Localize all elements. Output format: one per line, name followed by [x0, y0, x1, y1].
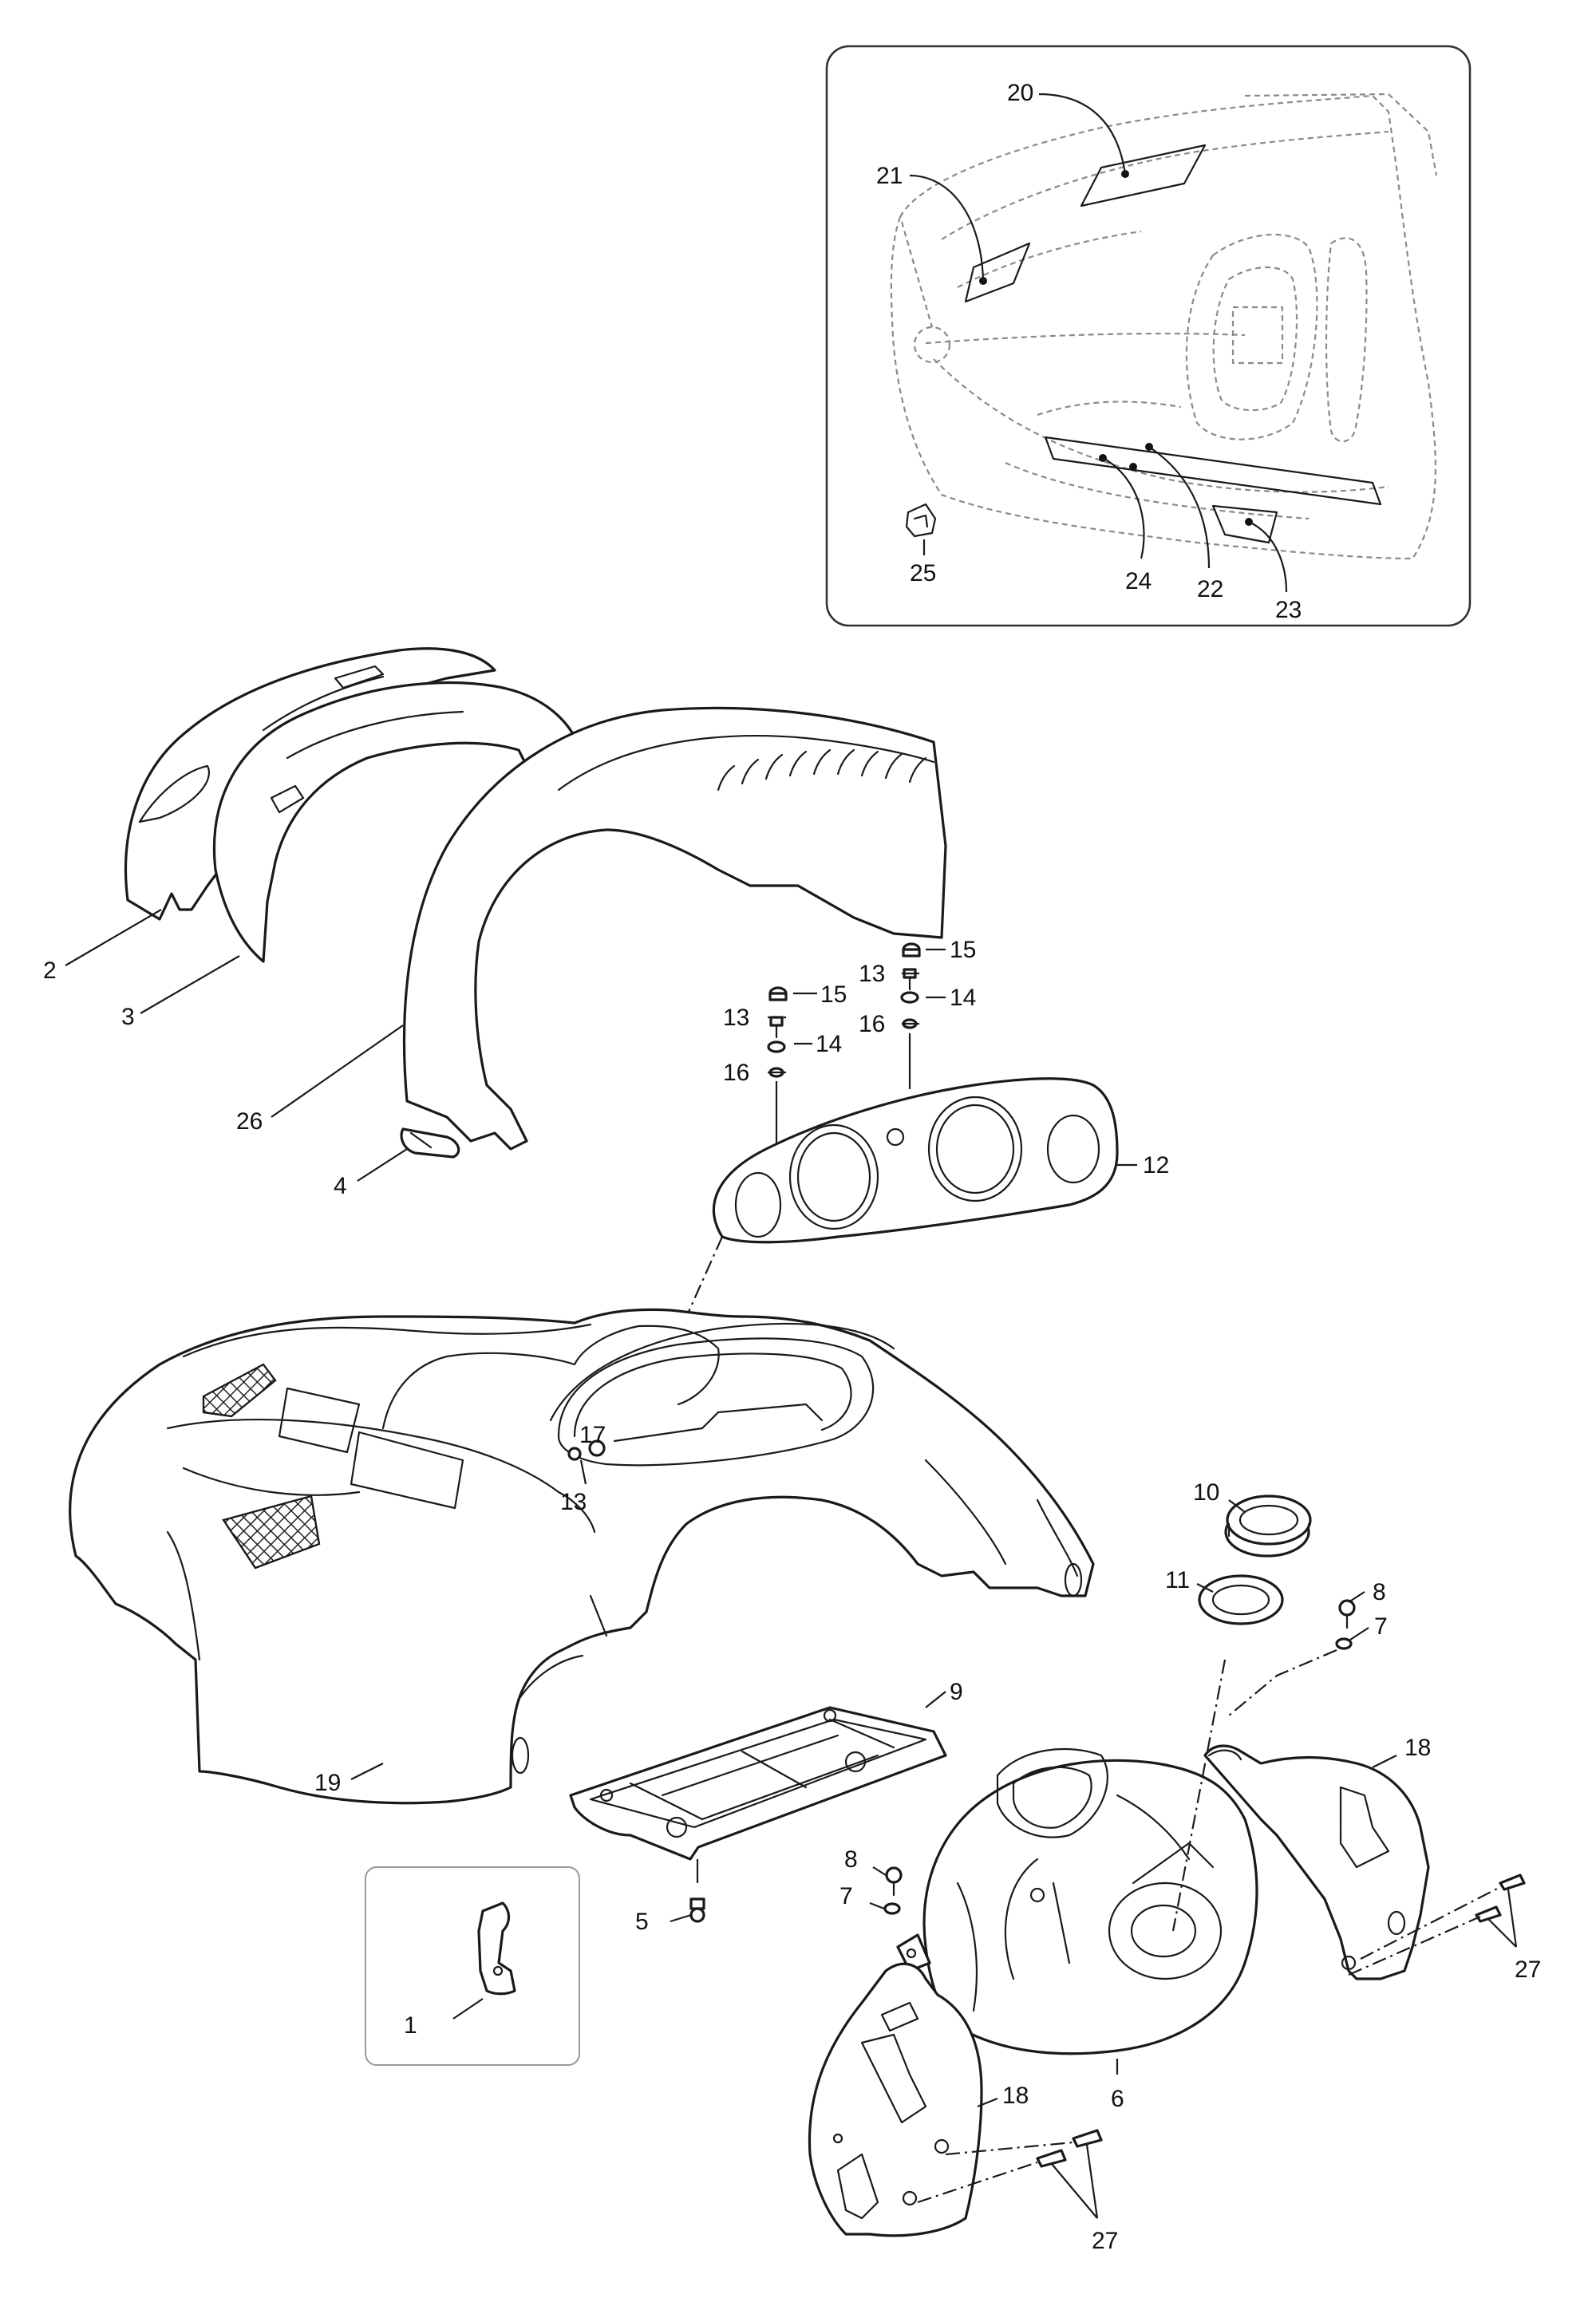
part-12-gauge-panel: [712, 1077, 1119, 1244]
callout-7-left: 7: [839, 1883, 853, 1909]
callout-25: 25: [910, 560, 936, 586]
part-18-right-panel: [1203, 1744, 1430, 1980]
callout-13-right: 13: [859, 961, 885, 987]
callout-23: 23: [1275, 597, 1302, 623]
callout-14-left: 14: [816, 1031, 842, 1057]
part-4-clip: [400, 1127, 460, 1159]
clip-25: [905, 503, 937, 538]
callout-16-right: 16: [859, 1011, 885, 1037]
callout-26: 26: [236, 1108, 263, 1135]
callout-6: 6: [1111, 2086, 1124, 2112]
callout-1: 1: [404, 2012, 417, 2039]
inset-clip-1: [365, 1866, 580, 2066]
callout-19: 19: [314, 1770, 341, 1796]
callout-8-left: 8: [844, 1846, 858, 1873]
callout-13-left: 13: [723, 1005, 749, 1031]
callout-21: 21: [876, 163, 903, 189]
callout-16-left: 16: [723, 1060, 749, 1086]
callout-10: 10: [1193, 1479, 1219, 1506]
decal-22-strip: [1044, 436, 1382, 506]
callout-8-right: 8: [1373, 1579, 1386, 1605]
callout-13-body: 13: [560, 1489, 587, 1515]
fasteners-13-14-15-16-left: [767, 986, 788, 1078]
decal-23: [1211, 504, 1278, 544]
callout-15-right: 15: [950, 937, 976, 963]
callout-14-right: 14: [950, 985, 976, 1011]
inset-hood-outline: [890, 93, 1438, 560]
callout-4: 4: [334, 1173, 347, 1199]
callout-15-left: 15: [820, 981, 847, 1008]
callout-12: 12: [1143, 1152, 1169, 1179]
part-11-gasket: [1198, 1574, 1284, 1625]
callout-27-left: 27: [1092, 2228, 1118, 2254]
screw-5: [689, 1859, 705, 1923]
fasteners-13-14-15-16-right: [900, 942, 921, 1029]
callout-18-right: 18: [1404, 1735, 1431, 1761]
fastener-17: [567, 1439, 606, 1461]
decal-21: [964, 242, 1031, 303]
callout-labels: 20 21 24 22 23 25 2 3 26 4 15 13 14 16 1…: [43, 80, 1541, 2254]
rivets-27-right: [1348, 1874, 1526, 1976]
part-18-left-panel: [808, 1962, 983, 2237]
fasteners-7-8-right: [1335, 1599, 1356, 1650]
callout-7-right: 7: [1374, 1613, 1388, 1640]
callout-11: 11: [1165, 1567, 1190, 1593]
callout-leaders: [65, 909, 1518, 2219]
callout-22: 22: [1197, 576, 1223, 602]
part-6-console: [896, 1748, 1258, 2055]
callout-18-left: 18: [1002, 2083, 1029, 2109]
decal-inset-panel: [825, 45, 1472, 627]
callout-20: 20: [1007, 80, 1033, 106]
callout-17: 17: [579, 1422, 606, 1448]
part-19-body: [69, 1308, 1095, 1805]
callout-9: 9: [950, 1679, 963, 1705]
part-26-shroud: [402, 706, 947, 1151]
callout-3: 3: [121, 1004, 135, 1030]
callout-2: 2: [43, 958, 57, 984]
decal-20: [1080, 144, 1207, 207]
part-9-tray: [569, 1706, 947, 1861]
callout-24: 24: [1125, 568, 1152, 594]
rivets-27-left: [917, 2129, 1103, 2204]
callout-27-right: 27: [1515, 1956, 1541, 1983]
callout-5: 5: [635, 1909, 649, 1935]
part-10-neck: [1224, 1494, 1312, 1558]
shroud-vents: [717, 748, 927, 792]
fasteners-7-8-left: [883, 1866, 903, 1915]
